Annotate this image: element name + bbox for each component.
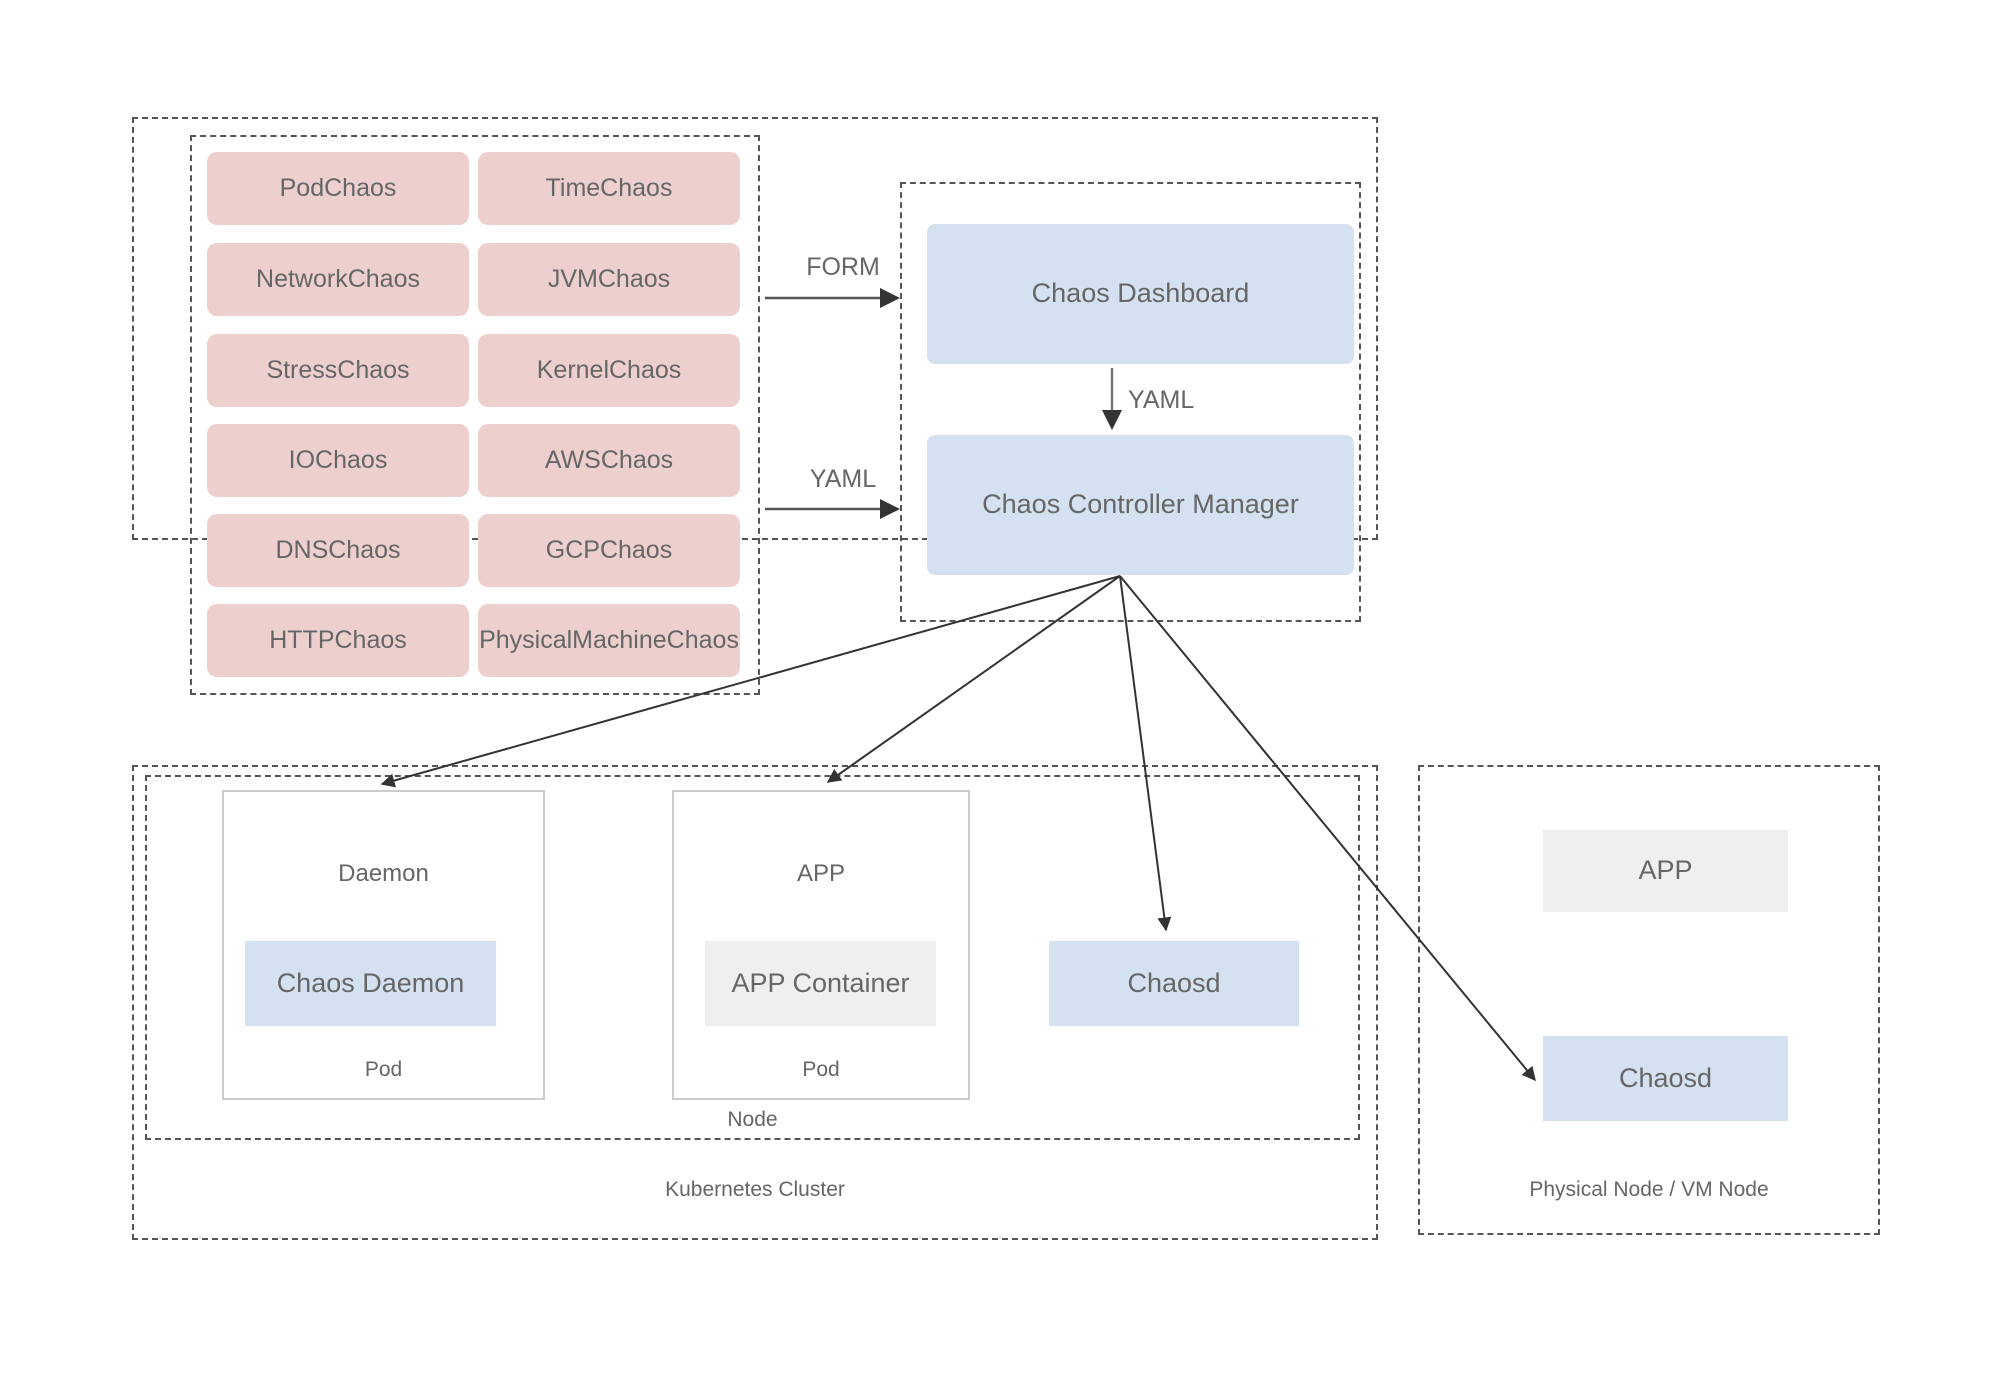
chaos-type-iochaos[interactable]: IOChaos — [207, 424, 469, 497]
chaos-type-kernelchaos[interactable]: KernelChaos — [478, 334, 740, 407]
chaos-type-label: PhysicalMachineChaos — [479, 625, 739, 654]
chaos-type-label: HTTPChaos — [269, 625, 407, 654]
app-container-box[interactable]: APP Container — [705, 941, 936, 1026]
node-label: Node — [727, 1108, 778, 1131]
chaos-dashboard-box[interactable]: Chaos Dashboard — [927, 224, 1354, 364]
chaos-controller-manager-box[interactable]: Chaos Controller Manager — [927, 435, 1354, 575]
app-pod-title: APP — [796, 860, 846, 887]
chaos-type-label: IOChaos — [288, 445, 388, 474]
app-container-label: APP Container — [731, 967, 910, 998]
chaos-type-label: NetworkChaos — [256, 264, 420, 293]
physical-app-box[interactable]: APP — [1543, 830, 1788, 912]
chaos-controller-manager-label: Chaos Controller Manager — [982, 489, 1299, 520]
chaos-type-physicalmachinechaos[interactable]: PhysicalMachineChaos — [478, 604, 740, 677]
chaos-type-jvmchaos[interactable]: JVMChaos — [478, 243, 740, 316]
chaosd-cluster-box[interactable]: Chaosd — [1049, 941, 1299, 1026]
chaos-daemon-box[interactable]: Chaos Daemon — [245, 941, 496, 1026]
physical-chaosd-label: Chaosd — [1618, 1062, 1713, 1093]
edge-label-dashboard-yaml: YAML — [1128, 386, 1195, 414]
app-pod-footer: Pod — [802, 1058, 840, 1081]
physical-app-label: APP — [1638, 855, 1693, 886]
chaos-type-label: AWSChaos — [544, 445, 674, 474]
chaos-daemon-label: Chaos Daemon — [276, 967, 465, 998]
chaos-type-awschaos[interactable]: AWSChaos — [478, 424, 740, 497]
daemon-pod-footer: Pod — [364, 1058, 403, 1081]
chaos-type-networkchaos[interactable]: NetworkChaos — [207, 243, 469, 316]
chaos-type-label: JVMChaos — [547, 264, 671, 293]
physical-node-label: Physical Node / VM Node — [1529, 1178, 1769, 1201]
chaos-type-podchaos[interactable]: PodChaos — [207, 152, 469, 225]
daemon-pod-title: Daemon — [338, 860, 429, 887]
chaos-type-label: GCPChaos — [545, 535, 673, 564]
edge-label-form: FORM — [806, 253, 880, 281]
chaos-type-dnschaos[interactable]: DNSChaos — [207, 514, 469, 587]
chaos-type-gcpchaos[interactable]: GCPChaos — [478, 514, 740, 587]
chaos-type-label: StressChaos — [266, 355, 410, 384]
chaos-mesh-outer-group — [132, 117, 1378, 540]
chaos-type-label: PodChaos — [279, 173, 397, 202]
chaos-type-timechaos[interactable]: TimeChaos — [478, 152, 740, 225]
chaos-type-stresschaos[interactable]: StressChaos — [207, 334, 469, 407]
chaos-dashboard-label: Chaos Dashboard — [1031, 278, 1250, 309]
chaos-type-httpchaos[interactable]: HTTPChaos — [207, 604, 469, 677]
physical-chaosd-box[interactable]: Chaosd — [1543, 1036, 1788, 1121]
chaos-type-label: KernelChaos — [536, 355, 682, 384]
chaos-type-label: DNSChaos — [275, 535, 401, 564]
chaos-type-label: TimeChaos — [545, 173, 673, 202]
edge-label-yaml-to-controller: YAML — [809, 465, 877, 493]
kubernetes-cluster-label: Kubernetes Cluster — [665, 1178, 845, 1201]
chaosd-cluster-label: Chaosd — [1127, 967, 1221, 998]
